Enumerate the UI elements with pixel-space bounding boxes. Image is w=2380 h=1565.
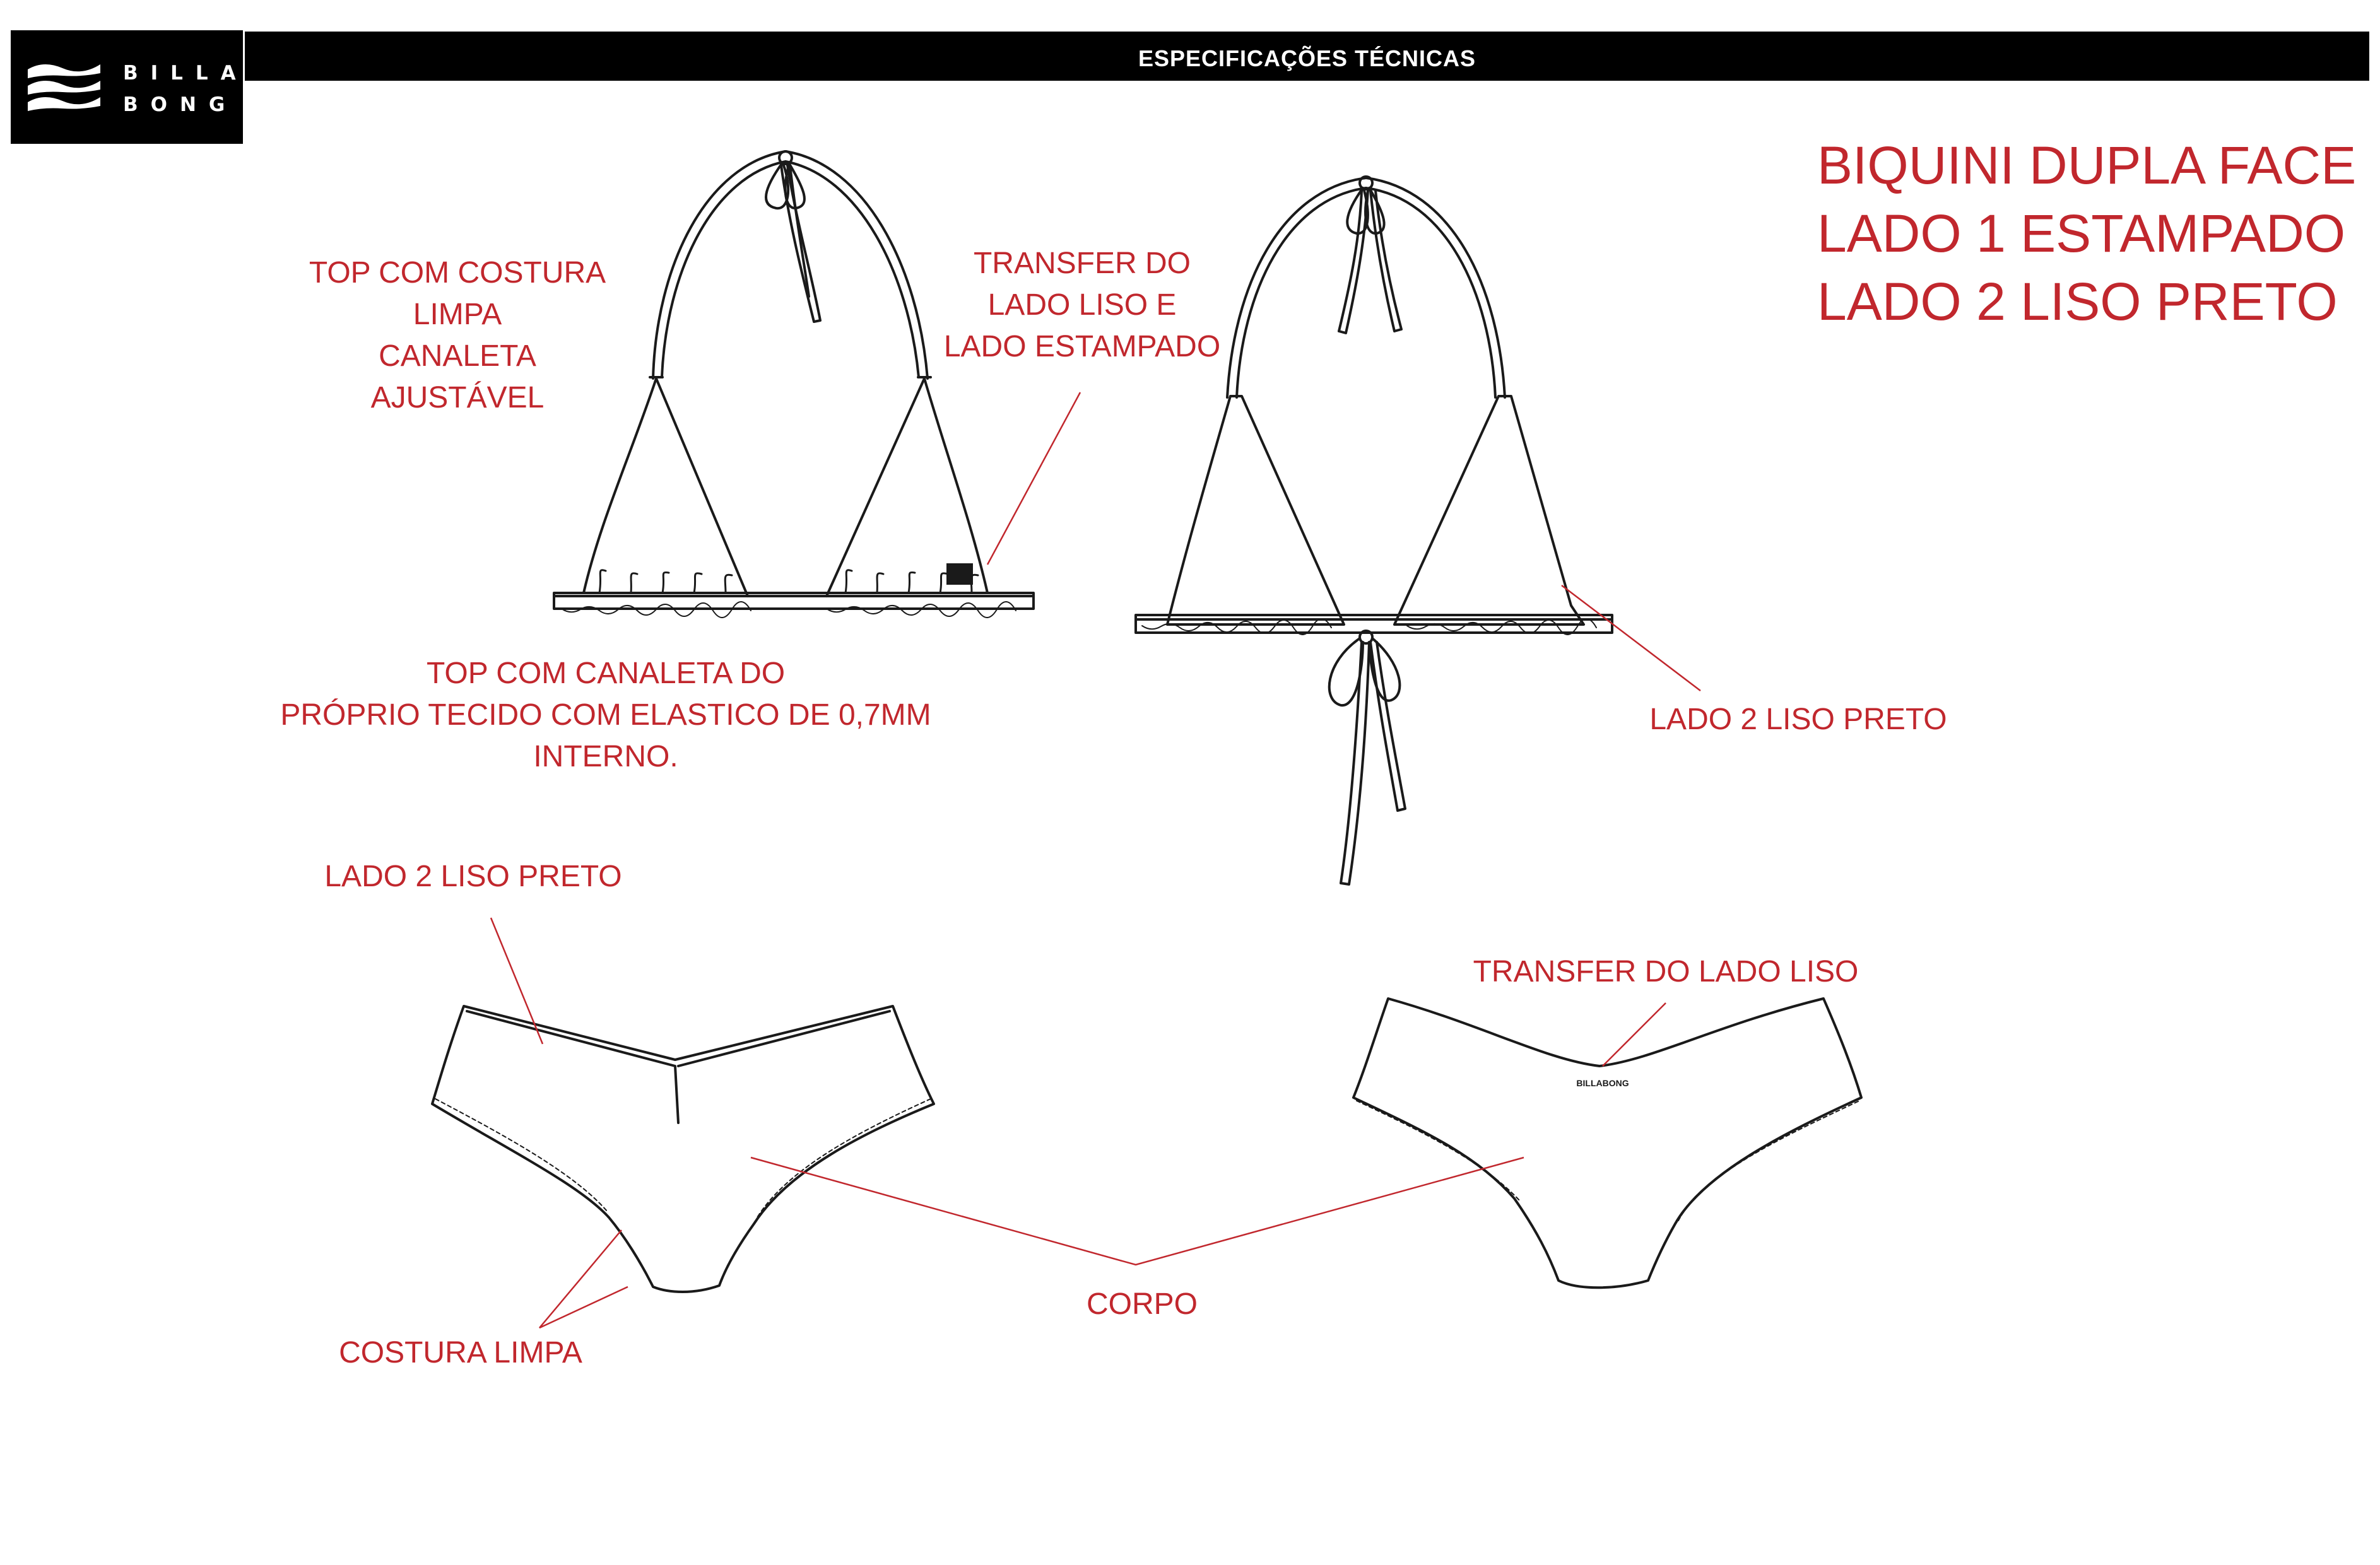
title-line-3: LADO 2 LISO PRETO xyxy=(1817,272,2338,331)
annotation-line: PRÓPRIO TECIDO COM ELASTICO DE 0,7MM xyxy=(280,698,931,732)
annotation-line: TOP COM COSTURA xyxy=(309,256,606,290)
bikini-bottom-front xyxy=(431,1005,935,1293)
brand-logo: BILLA BONG xyxy=(11,30,243,144)
annotation-transfer-top: TRANSFER DO LADO LISO E LADO ESTAMPADO xyxy=(928,243,1237,368)
annotation-line: TOP COM CANALETA DO xyxy=(426,657,786,690)
page-title: ESPECIFICAÇÕES TÉCNICAS xyxy=(1138,45,1476,71)
wave-logo-icon xyxy=(28,64,100,111)
annotation-line: CANALETA xyxy=(379,339,536,373)
title-line-1: BIQUINI DUPLA FACE xyxy=(1817,136,2357,195)
brand-label-icon xyxy=(946,563,973,585)
leader-lines xyxy=(490,392,1701,1329)
annotation-line: AJUSTÁVEL xyxy=(370,381,545,414)
garment-label: BILLABONG xyxy=(1576,1078,1629,1088)
annotation-line: LIMPA xyxy=(413,298,502,331)
annotation-line: LADO ESTAMPADO xyxy=(943,330,1221,363)
annotation-bottom-side2: LADO 2 LISO PRETO xyxy=(324,860,622,893)
brand-line-1: BILLA xyxy=(123,62,249,85)
annotation-line: TRANSFER DO xyxy=(973,247,1191,280)
annotation-body: CORPO xyxy=(1086,1287,1198,1321)
title-line-2: LADO 1 ESTAMPADO xyxy=(1817,204,2346,263)
bikini-bottom-back xyxy=(1352,997,1863,1289)
bikini-top-back xyxy=(1134,175,1613,886)
brand-line-2: BONG xyxy=(123,93,238,116)
bikini-top-front xyxy=(553,150,1035,618)
annotation-top-side2: LADO 2 LISO PRETO xyxy=(1649,703,1947,736)
annotation-line: INTERNO. xyxy=(533,740,678,773)
annotation-clean-seam: COSTURA LIMPA xyxy=(339,1336,582,1369)
header-bar: ESPECIFICAÇÕES TÉCNICAS xyxy=(245,32,2369,81)
annotation-line: LADO LISO E xyxy=(987,288,1177,322)
annotation-top-clean-seam: TOP COM COSTURA LIMPA CANALETA AJUSTÁVEL xyxy=(290,252,625,419)
annotation-transfer-bottom: TRANSFER DO LADO LISO xyxy=(1473,955,1859,988)
annotation-top-channel: TOP COM CANALETA DO PRÓPRIO TECIDO COM E… xyxy=(271,653,940,778)
